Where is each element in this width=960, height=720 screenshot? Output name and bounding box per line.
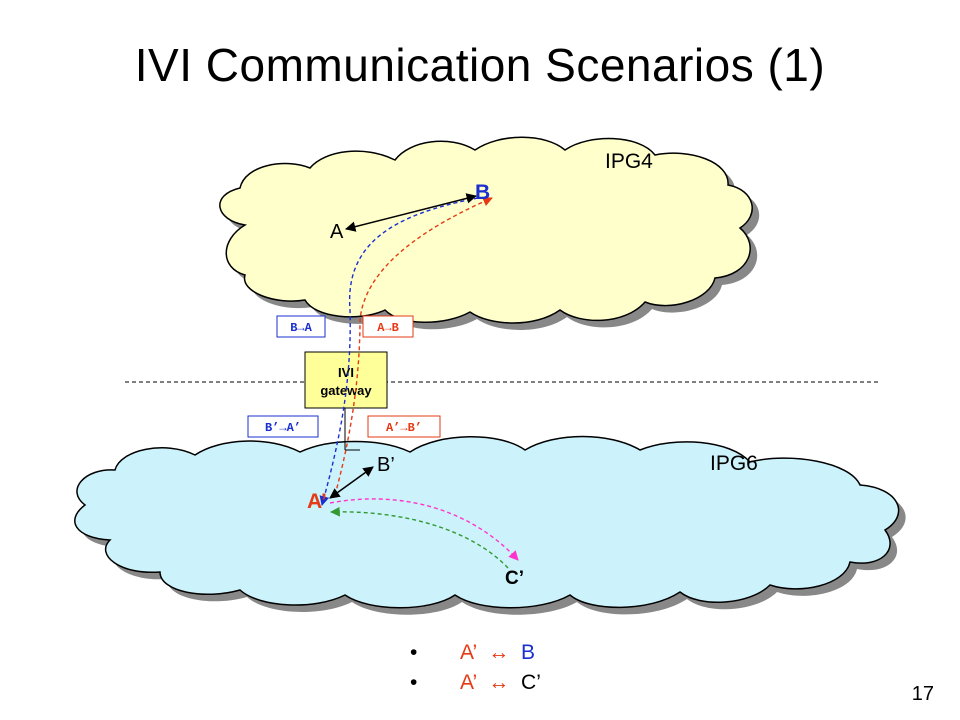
scenario-2-right: C’ xyxy=(521,671,541,694)
scenario-2-left: A’ xyxy=(460,671,477,694)
packet-label-bp-to-ap: B’→A’ xyxy=(247,415,319,438)
slide-title: IVI Communication Scenarios (1) xyxy=(134,39,826,91)
node-a: A xyxy=(330,221,344,243)
node-b: B xyxy=(475,181,490,204)
link-a-b xyxy=(344,193,478,232)
packet-label-a-to-b: A→B xyxy=(362,315,414,338)
node-a-prime: A’ xyxy=(307,490,327,513)
gateway-label-line1: IVI xyxy=(338,365,354,380)
scenario-1-right: B xyxy=(521,641,536,664)
svg-text:B→A: B→A xyxy=(290,321,312,335)
packet-label-b-to-a: B→A xyxy=(276,315,326,338)
scenario-list: A’ ↔ B A’ ↔ C’ xyxy=(410,640,541,700)
packet-label-ap-to-bp: A’→B’ xyxy=(367,415,441,438)
ipv4-cloud xyxy=(219,136,760,330)
scenario-2-arrow: ↔ xyxy=(488,671,510,694)
link-aprime-bprime xyxy=(329,466,374,499)
node-c-prime: C’ xyxy=(505,568,524,589)
svg-text:B’→A’: B’→A’ xyxy=(265,421,301,435)
scenario-1-arrow: ↔ xyxy=(488,641,510,664)
ipv6-cloud-label: IPG6 xyxy=(710,452,758,475)
ivi-gateway: IVI gateway xyxy=(304,351,388,409)
ipv6-cloud xyxy=(74,435,906,615)
node-b-prime: B’ xyxy=(377,454,395,476)
ipv4-cloud-label: IPG4 xyxy=(605,150,653,173)
scenario-item-2: A’ ↔ C’ xyxy=(410,670,541,700)
scenario-1-left: A’ xyxy=(460,641,477,664)
scenario-item-1: A’ ↔ B xyxy=(410,640,541,670)
gateway-label-line2: gateway xyxy=(320,383,372,398)
svg-text:A’→B’: A’→B’ xyxy=(386,421,422,435)
page-number: 17 xyxy=(911,683,934,705)
svg-text:A→B: A→B xyxy=(377,321,399,335)
